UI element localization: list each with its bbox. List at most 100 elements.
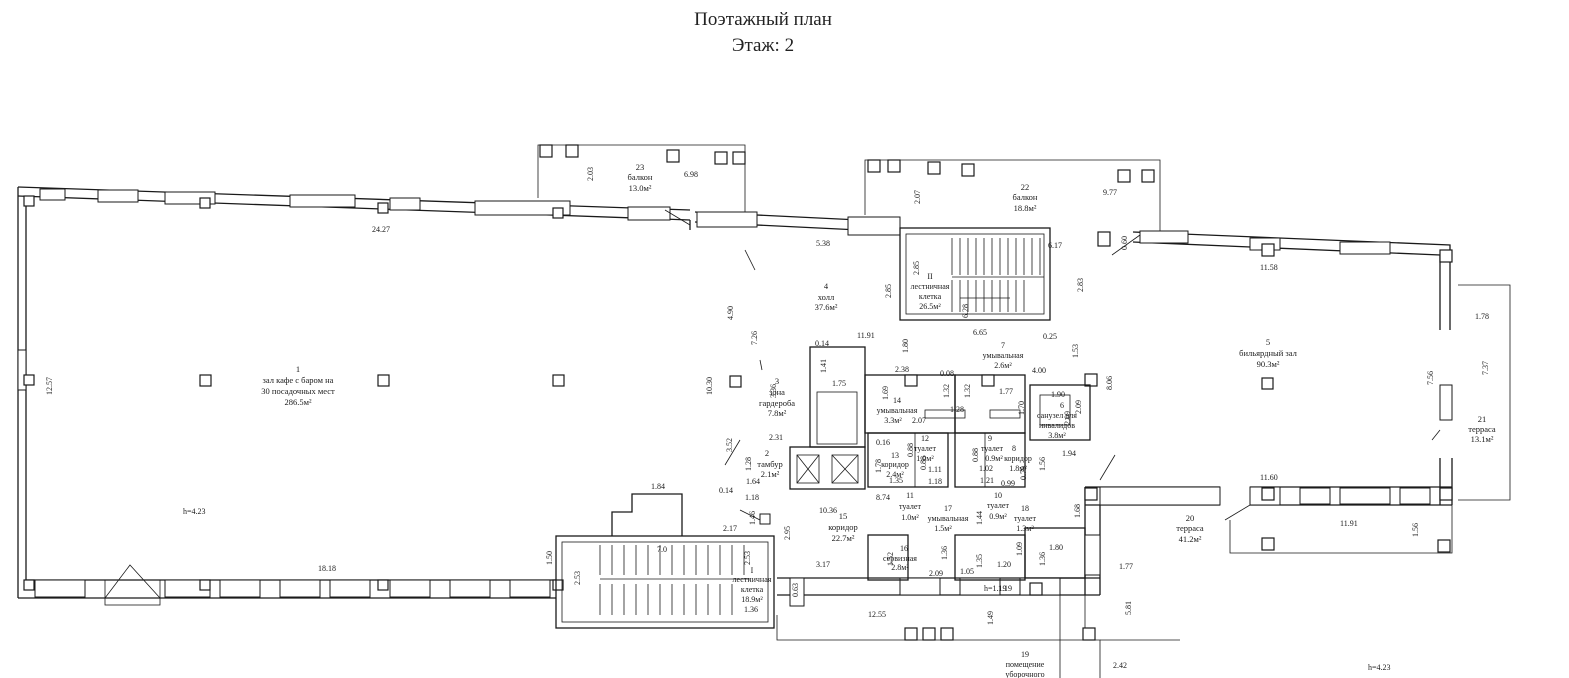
dim: 1.36 — [940, 546, 949, 560]
dim: 1.36 — [1038, 552, 1047, 566]
room-19-number: 19 — [1021, 650, 1029, 659]
dim: 0.14 — [815, 339, 829, 348]
room-18-number: 18 — [1021, 504, 1029, 513]
dim: 1.20 — [997, 560, 1011, 569]
dim: 2.85 — [912, 261, 921, 275]
dim: 1.18 — [928, 477, 942, 486]
dim: 1.21 — [980, 476, 994, 485]
stair-ii-desc: клетка — [919, 292, 942, 301]
room-7-number: 7 — [1001, 341, 1005, 350]
dim: 1.32 — [963, 384, 972, 398]
staircase-ii — [899, 227, 1051, 321]
room-19-name: помещение — [1006, 660, 1045, 669]
room-23-area: 13.0м² — [629, 183, 652, 193]
dim: 2.09 — [929, 569, 943, 578]
dim: 2.53 — [743, 551, 752, 565]
dim: 0.08 — [940, 369, 954, 378]
room-22-name: балкон — [1013, 192, 1038, 202]
dim: 1.35 — [975, 554, 984, 568]
staircase-i — [555, 493, 775, 629]
dim: 0.99 — [1001, 479, 1015, 488]
dim: 1.75 — [832, 379, 846, 388]
dim: 7.26 — [750, 331, 759, 345]
dim: 11.91 — [857, 331, 875, 340]
room-4-number: 4 — [824, 281, 829, 291]
room-labels: 1 зал кафе с баром на 30 посадочных мест… — [261, 162, 1496, 678]
room-20-number: 20 — [1186, 513, 1195, 523]
dim: 1.02 — [979, 464, 993, 473]
dim: 1.69 — [881, 386, 890, 400]
room-2-name: тамбур — [757, 459, 782, 469]
dim: 1.32 — [942, 384, 951, 398]
room-3-number: 3 — [775, 376, 779, 386]
dim: 1.80 — [1049, 543, 1063, 552]
room-1-area: 286.5м² — [284, 397, 312, 407]
dim: 0.88 — [971, 448, 980, 462]
dim: 1.77 — [999, 387, 1013, 396]
dim: 2.85 — [884, 284, 893, 298]
dim: 1.78 — [874, 459, 883, 473]
room-20-name: терраса — [1176, 523, 1204, 533]
dim: 0.63 — [791, 583, 800, 597]
room-8-name: коридор — [1004, 454, 1032, 463]
room-14-name: умывальная — [877, 406, 918, 415]
room-10-number: 10 — [994, 491, 1002, 500]
room-10-area: 0.9м² — [989, 512, 1007, 521]
dim: 4.90 — [726, 306, 735, 320]
dim: 2.95 — [783, 526, 792, 540]
room-19-desc: уборочного — [1005, 670, 1044, 678]
room-12-name: туалет — [914, 444, 936, 453]
room-3-area: 7.8м² — [768, 408, 787, 418]
room-18-name: туалет — [1014, 514, 1036, 523]
dim: 9.77 — [1103, 188, 1117, 197]
room-14-number: 14 — [893, 396, 901, 405]
height-label: h=4.23 — [1368, 663, 1391, 672]
dim: 1.53 — [1071, 344, 1080, 358]
stair-i-number: I — [751, 566, 754, 575]
dim: 6.98 — [684, 170, 698, 179]
dimension-labels: 24.27 12.57 18.18 1.50 2.53 1.84 2.17 7.… — [45, 167, 1490, 670]
dim: 0.14 — [719, 486, 733, 495]
dim: 2.31 — [769, 433, 783, 442]
dim: 12.57 — [45, 377, 54, 395]
columns — [23, 144, 1453, 641]
stair-ii-area: 26.5м² — [919, 302, 941, 311]
height-label: h=4.23 — [183, 507, 206, 516]
room-8-number: 8 — [1012, 444, 1016, 453]
room-23-number: 23 — [636, 162, 645, 172]
dim: 0.25 — [1043, 332, 1057, 341]
dim: 1.36 — [744, 605, 758, 614]
dim: 7.37 — [1481, 361, 1490, 375]
dim: 0.79 — [1019, 466, 1028, 480]
room-5-number: 5 — [1266, 337, 1270, 347]
dim: 12.55 — [868, 610, 886, 619]
room-9-area: 0.9м² — [985, 454, 1003, 463]
stair-i-desc: клетка — [741, 585, 764, 594]
dim: 1.77 — [1119, 562, 1133, 571]
room-11-number: 11 — [906, 491, 914, 500]
dim: 1.90 — [1051, 390, 1065, 399]
dim: 1.94 — [1062, 449, 1076, 458]
stair-ii-number: II — [927, 272, 933, 281]
room-7-name: умывальная — [983, 351, 1024, 360]
dim: 5.81 — [1124, 601, 1133, 615]
room-15-name: коридор — [828, 522, 858, 532]
room-16-area: 2.8м² — [891, 563, 909, 572]
dim: 11.58 — [1260, 263, 1278, 272]
dim: 24.27 — [372, 225, 390, 234]
room-2-area: 2.1м² — [761, 469, 780, 479]
dim: 1.56 — [1411, 523, 1420, 537]
room-11-name: туалет — [899, 502, 921, 511]
stair-ii-name: лестничная — [911, 282, 950, 291]
room-13-name: коридор — [881, 460, 909, 469]
dim: 3.52 — [725, 438, 734, 452]
terrace-outlines — [537, 144, 1511, 678]
room-16-name: сервизная — [883, 554, 917, 563]
dim: 2.09 — [1074, 400, 1083, 414]
dim: 0.16 — [876, 438, 890, 447]
room-20-area: 41.2м² — [1179, 534, 1202, 544]
dim: 1.68 — [1073, 504, 1082, 518]
room-13-area: 2.4м² — [886, 470, 904, 479]
dim: 2.03 — [586, 167, 595, 181]
